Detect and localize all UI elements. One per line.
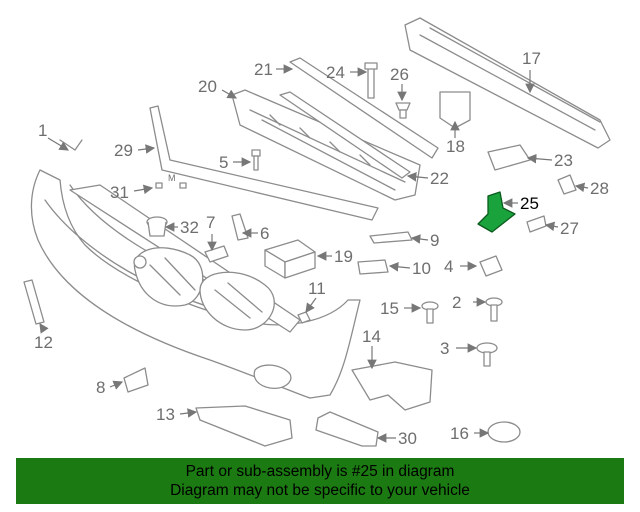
bracket-6-part — [231, 213, 249, 241]
emblem-31-part: M — [155, 173, 187, 189]
bracket-8-part — [123, 367, 149, 393]
callout-9: 9 — [430, 231, 439, 250]
bumper-cover-part — [30, 139, 361, 399]
tab-11-part — [297, 311, 311, 324]
callout-10: 10 — [412, 259, 431, 278]
callout-6: 6 — [260, 224, 269, 243]
part-info-banner: Part or sub-assembly is #25 in diagram D… — [16, 458, 624, 504]
air-duct-14-part — [351, 361, 433, 411]
banner-line-disclaimer: Diagram may not be specific to your vehi… — [170, 482, 470, 499]
callout-19: 19 — [334, 247, 353, 266]
fog-grille-13-part — [195, 405, 293, 447]
rivet-26-part — [395, 102, 411, 119]
callout-7: 7 — [206, 213, 215, 232]
leader-lines — [39, 64, 589, 443]
lower-strip-part — [279, 91, 411, 179]
callout-8: 8 — [96, 378, 105, 397]
callout-30: 30 — [398, 429, 417, 448]
energy-absorber-part — [231, 89, 421, 201]
callout-labels: 1 2 3 4 5 6 7 8 9 10 11 12 13 14 15 16 1… — [34, 49, 609, 448]
callout-25: 25 — [520, 194, 539, 213]
callout-31: 31 — [110, 183, 129, 202]
svg-text:M: M — [168, 173, 176, 183]
disc-16-part — [487, 421, 521, 443]
callout-21: 21 — [254, 60, 273, 79]
cap-27-part — [526, 215, 547, 233]
screw-3-part — [476, 342, 498, 367]
frame-30-part — [315, 411, 379, 447]
callout-28: 28 — [590, 179, 609, 198]
strip-9-part — [369, 231, 413, 244]
callout-29: 29 — [114, 141, 133, 160]
callout-24: 24 — [326, 63, 345, 82]
long-trim-part — [149, 105, 379, 221]
callout-20: 20 — [198, 77, 217, 96]
callout-26: 26 — [390, 65, 409, 84]
callout-3: 3 — [440, 339, 449, 358]
callout-23: 23 — [554, 151, 573, 170]
bracket-7-part — [204, 245, 229, 263]
callout-2: 2 — [452, 293, 461, 312]
screw-2-part — [485, 297, 503, 322]
callout-18: 18 — [446, 137, 465, 156]
rail-23-part — [487, 144, 531, 171]
callout-14: 14 — [362, 327, 381, 346]
part-25-highlighted — [477, 191, 516, 233]
reinforcement-beam-part — [404, 17, 611, 149]
module-19-part — [264, 239, 316, 279]
callout-11: 11 — [308, 279, 326, 298]
reflector-12-part — [23, 279, 45, 325]
callout-15: 15 — [380, 299, 399, 318]
bracket-18-part — [439, 91, 471, 129]
callout-5: 5 — [219, 153, 228, 172]
strip-10-part — [357, 259, 389, 275]
callout-4: 4 — [444, 257, 453, 276]
upper-trim-part — [289, 57, 439, 159]
clip-28-part — [557, 174, 577, 195]
clip-4-part — [479, 255, 503, 277]
callout-16: 16 — [450, 424, 469, 443]
callout-32: 32 — [180, 218, 199, 237]
callout-13: 13 — [156, 405, 175, 424]
banner-line-part: Part or sub-assembly is #25 in diagram — [185, 463, 455, 480]
callout-1: 1 — [38, 121, 47, 140]
callout-27: 27 — [560, 219, 579, 238]
cap-32-part — [146, 216, 168, 237]
callout-17: 17 — [522, 49, 541, 68]
callout-12: 12 — [34, 333, 53, 352]
bolt-5-part — [251, 149, 261, 171]
screw-15-part — [421, 301, 439, 324]
callout-22: 22 — [430, 169, 449, 188]
bolt-24-part — [364, 62, 378, 99]
